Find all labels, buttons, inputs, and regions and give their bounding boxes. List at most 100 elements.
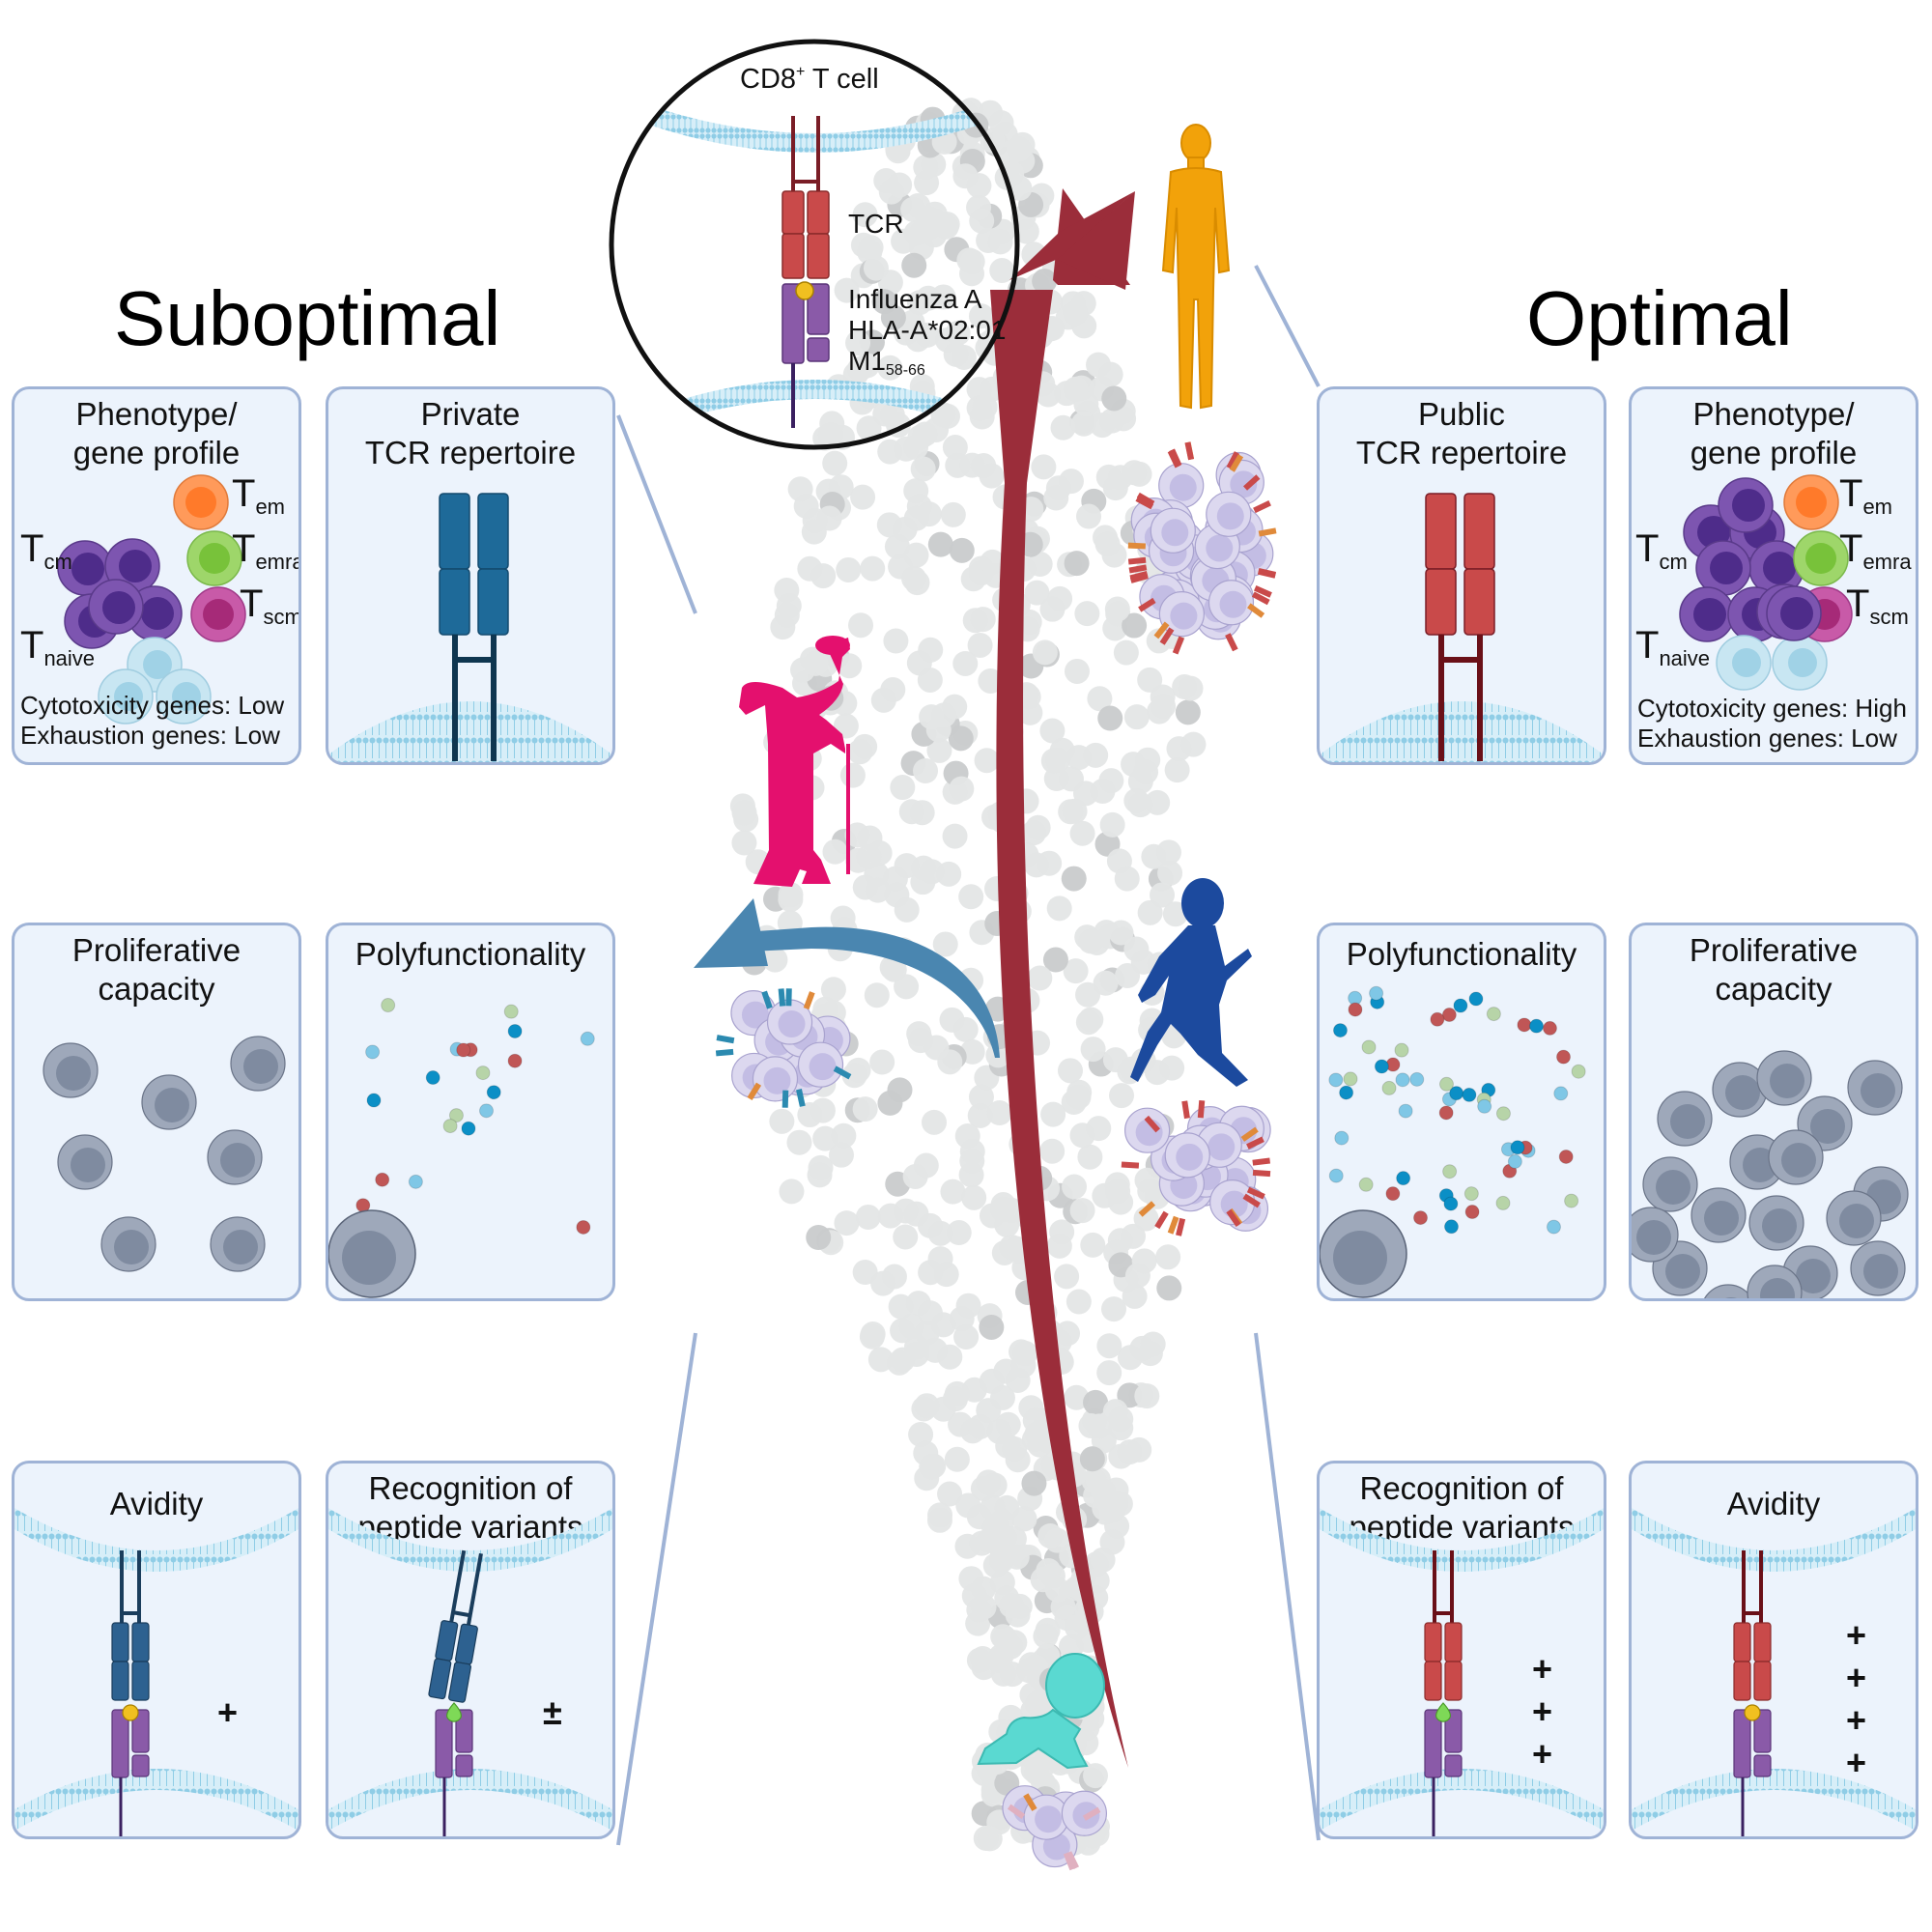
suboptimal-title: Suboptimal (114, 275, 501, 361)
tcr-marker (1253, 585, 1272, 598)
background-cell (731, 830, 757, 856)
background-cell (1156, 1275, 1182, 1301)
background-cell (850, 484, 876, 510)
background-cell (1145, 789, 1171, 815)
tcr-molecule (1733, 1550, 1772, 1701)
background-cell (1032, 269, 1058, 295)
background-cell (960, 566, 986, 592)
proliferating-cell (1712, 1062, 1768, 1118)
tcr-mhc-binding (14, 1508, 298, 1836)
subtype-sub: scm (263, 605, 301, 629)
background-cell (1074, 924, 1100, 951)
background-cell (1073, 1730, 1099, 1756)
subtype-sub: cm (1659, 550, 1688, 574)
tcell-text: T cell (805, 64, 879, 95)
background-cell (1114, 866, 1140, 892)
background-cell (816, 505, 842, 531)
tcr-variant-binding (1320, 1508, 1604, 1836)
rating-plus: + (1532, 1649, 1553, 1689)
cytokine-dot (365, 1044, 381, 1060)
background-cell (969, 208, 995, 234)
tcell-nucleus (1169, 473, 1197, 501)
hla-mhc-molecule (435, 1702, 473, 1836)
background-cell (987, 229, 1013, 255)
background-cell (942, 1386, 968, 1412)
background-cell (870, 1270, 896, 1296)
proliferating-cell (1657, 1091, 1713, 1147)
background-cell (902, 1163, 928, 1189)
background-cell (914, 1393, 940, 1419)
background-cell (1178, 675, 1204, 701)
tcr-marker (1229, 454, 1244, 472)
background-cell (860, 555, 886, 582)
tcr-marker (785, 988, 792, 1007)
cytokine-dot (1398, 1103, 1413, 1119)
proliferating-cell (100, 1216, 156, 1272)
background-cell (915, 285, 941, 311)
producing-cell (328, 1209, 416, 1298)
cytokine-dot (448, 1108, 464, 1123)
peptide-icon (1744, 1704, 1761, 1721)
tem-label: Tem (1839, 474, 1892, 518)
background-cell (989, 258, 1015, 284)
suboptimal-proliferative-panel: Proliferative capacity (12, 923, 301, 1301)
background-cell (856, 843, 882, 869)
background-cell (981, 1472, 1008, 1498)
proliferating-cell (1768, 1129, 1824, 1185)
cytokine-dot (1463, 1186, 1479, 1202)
tcr-marker (1129, 573, 1149, 583)
infant-figure (977, 1653, 1105, 1770)
background-cell (850, 232, 876, 258)
background-cell (898, 1313, 924, 1339)
temra-cell (1793, 530, 1849, 586)
background-cell (1134, 1167, 1160, 1193)
tcell-clusters (715, 441, 1277, 1871)
tcr-marker (1128, 564, 1148, 574)
background-cell (986, 1100, 1012, 1126)
background-cell (1046, 895, 1072, 922)
background-cell (1031, 454, 1057, 480)
optimal-recognition-panel: Recognition of peptide variants +++ (1317, 1461, 1606, 1839)
background-cell (1037, 1522, 1064, 1548)
background-cell (926, 737, 952, 763)
background-cell (937, 1481, 963, 1507)
background-cell (1080, 1037, 1106, 1063)
background-cell (940, 1179, 966, 1205)
tem-cell (1783, 474, 1839, 530)
background-cell (877, 1203, 903, 1229)
background-cell (786, 1129, 812, 1155)
background-cell (822, 838, 848, 865)
subtype-sub: emra (1862, 550, 1912, 574)
background-cell (848, 612, 874, 639)
connector-line (616, 1332, 697, 1846)
tcr-marker (1007, 1804, 1026, 1819)
panel-title: Avidity (109, 1486, 204, 1521)
tscm-label: Tscm (240, 584, 301, 629)
background-cell (901, 252, 927, 278)
cytokine-dot (1510, 1140, 1525, 1155)
cytokine-dot (366, 1093, 382, 1108)
avidity-rating: + (217, 1692, 239, 1732)
antigen-line-2: HLA-A*02:01 (848, 315, 1007, 346)
background-cell (1117, 1345, 1143, 1371)
rating-plus: + (1846, 1743, 1867, 1782)
cytokine-dot (576, 1219, 591, 1235)
antigen-line-3: M158-66 (848, 346, 1006, 380)
background-cell (1070, 411, 1096, 437)
background-cell (1108, 1406, 1134, 1433)
infant-tcell-cluster (1002, 1785, 1108, 1871)
background-cell (1064, 658, 1090, 684)
background-cell (913, 758, 939, 784)
background-cell (954, 1533, 980, 1559)
tcr-molecule (111, 1550, 150, 1701)
background-cell (968, 1084, 994, 1110)
background-cell (1058, 766, 1084, 792)
tscm-label: Tscm (1846, 584, 1909, 628)
background-cell (977, 1826, 1003, 1852)
optimal-title: Optimal (1526, 275, 1793, 361)
background-cell (1122, 612, 1148, 639)
background-cell (903, 542, 929, 568)
background-cell (1180, 731, 1207, 757)
background-cell (1080, 1232, 1106, 1258)
subtype-sub: emra (255, 550, 301, 574)
